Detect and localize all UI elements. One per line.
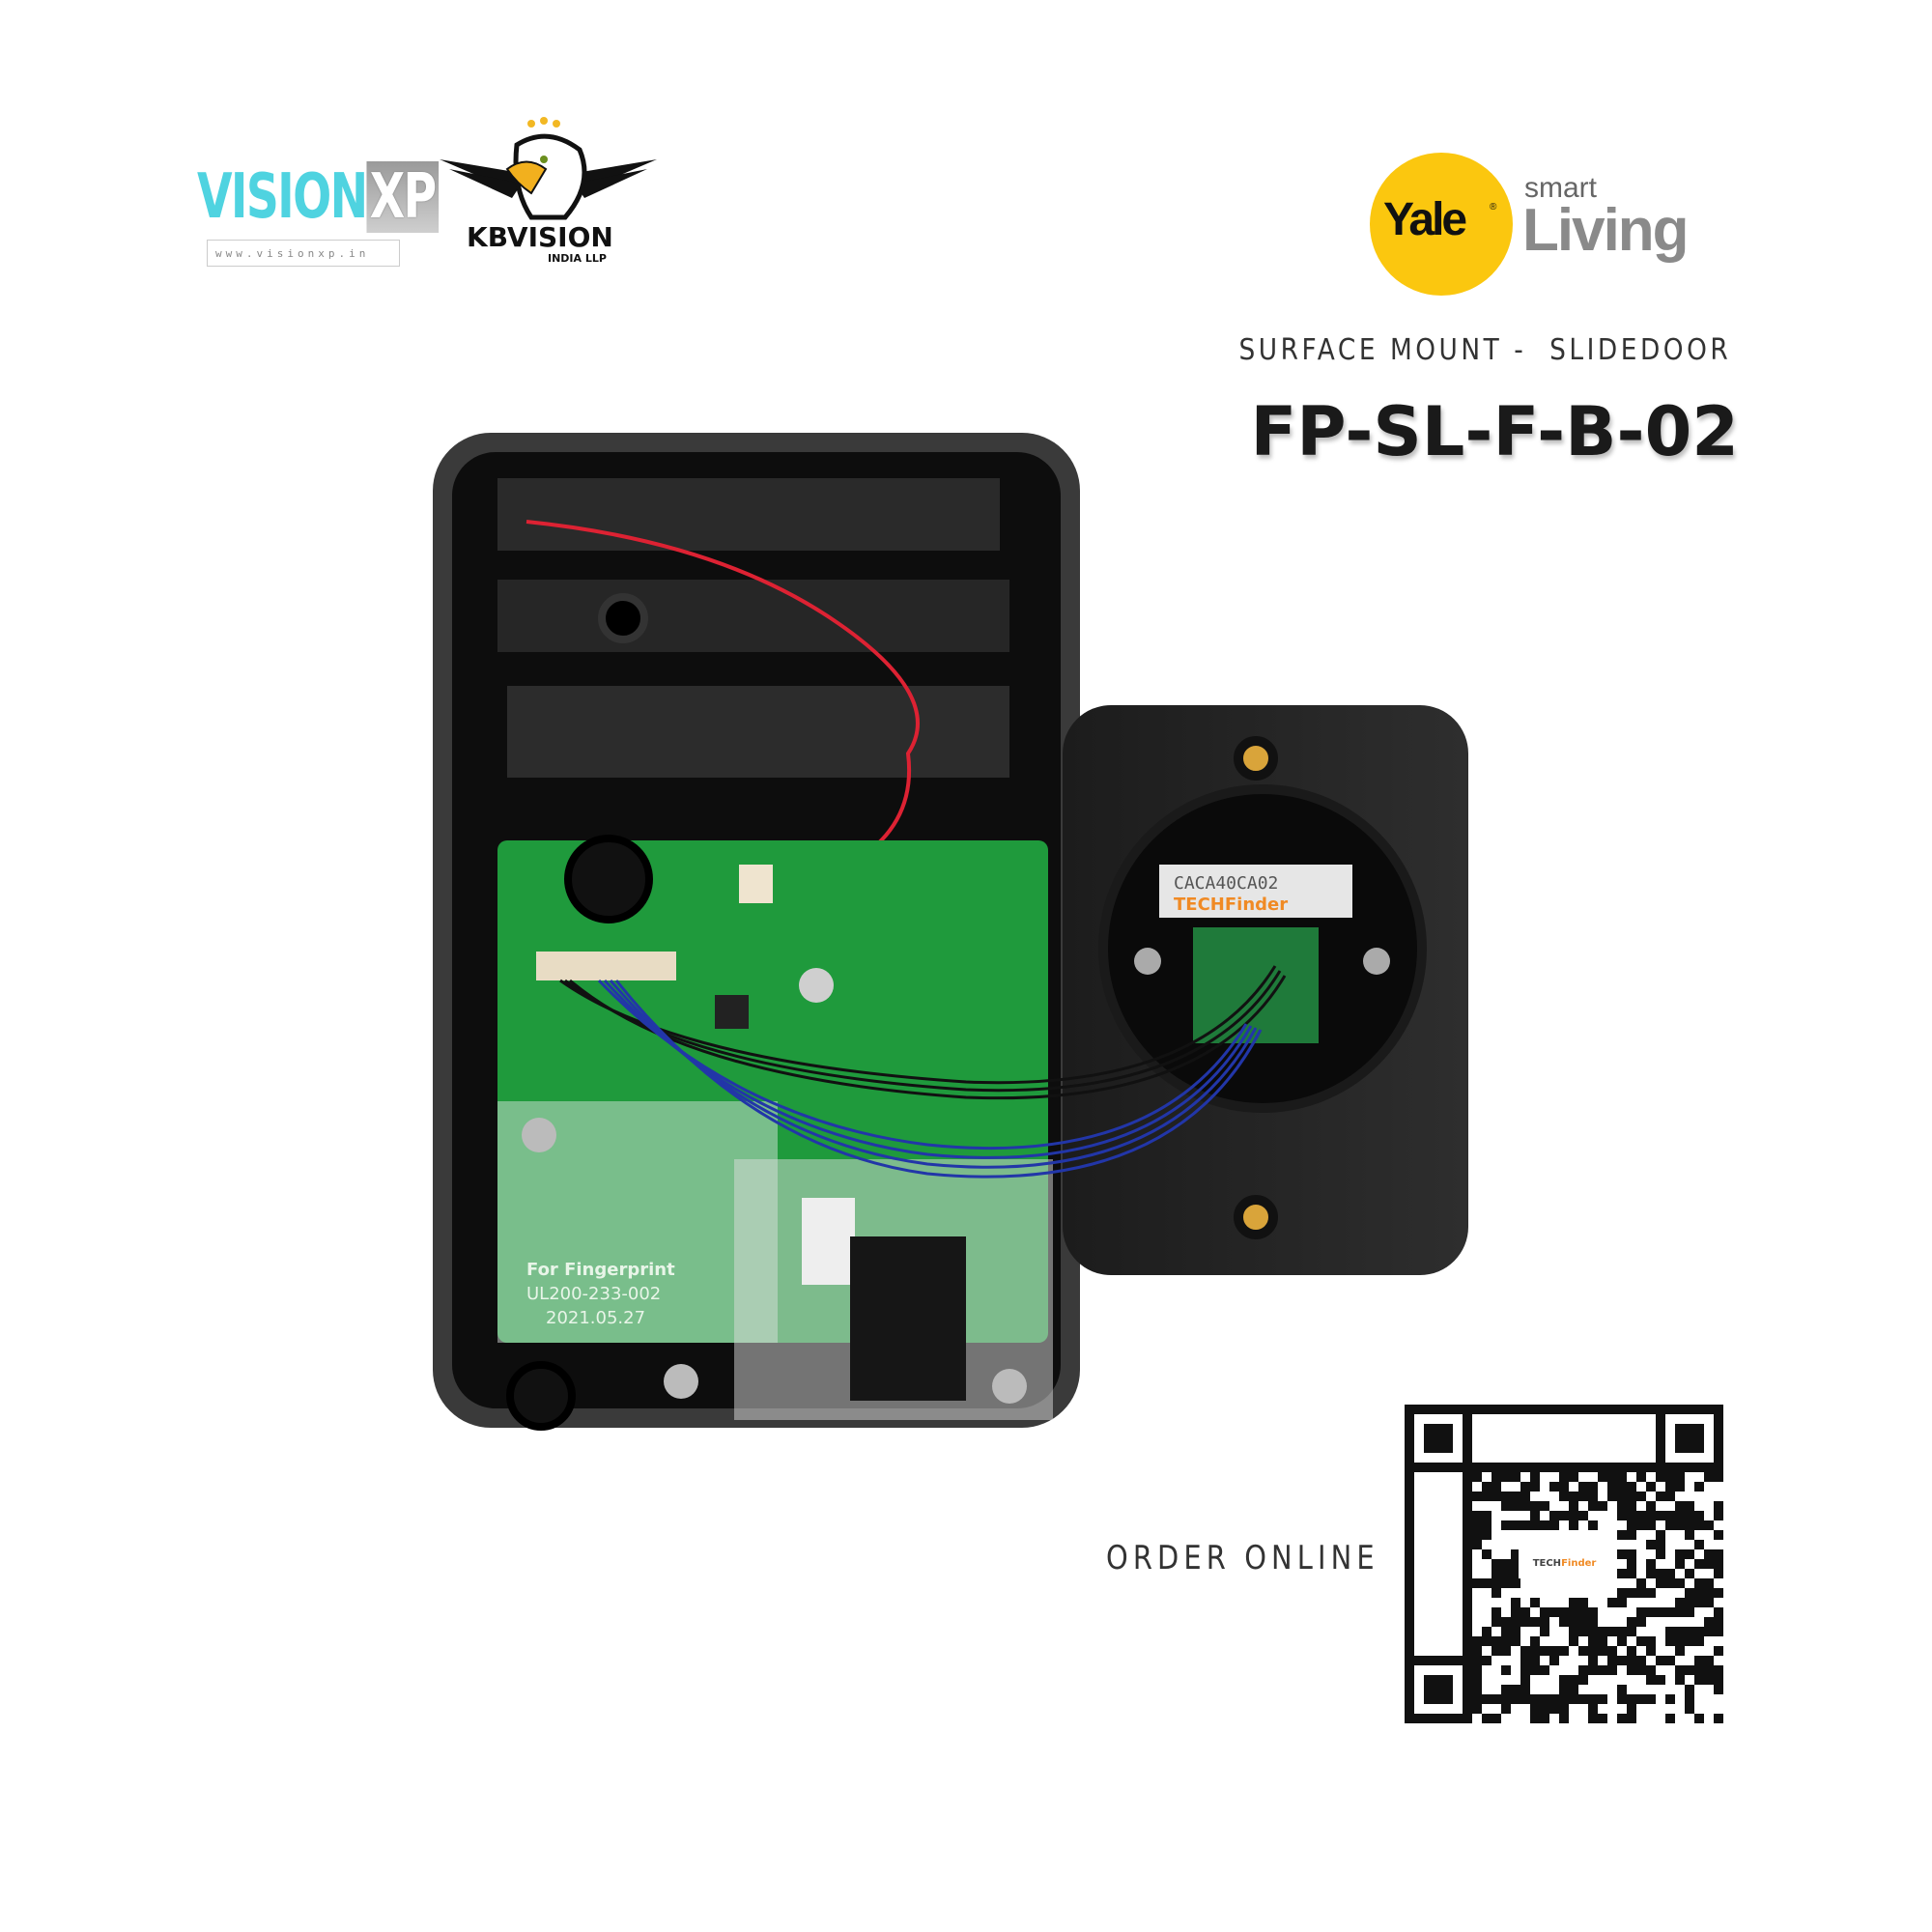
qr-code-icon bbox=[1405, 1405, 1723, 1723]
pcb-label-2: UL200-233-002 bbox=[526, 1284, 661, 1304]
visionxp-url: www.visionxp.in bbox=[207, 240, 400, 267]
sticker-watermark: TECHFinder bbox=[1174, 895, 1288, 915]
visionxp-logo-xp: XP bbox=[366, 161, 439, 233]
yale-living: Living bbox=[1522, 197, 1690, 264]
yale-registered: ® bbox=[1490, 202, 1497, 213]
order-online-label: ORDER ONLINE bbox=[1106, 1539, 1379, 1577]
pcb-label-1: For Fingerprint bbox=[526, 1260, 675, 1280]
visionxp-logo: VISIONXP www.visionxp.in bbox=[197, 161, 439, 272]
order-qr-code[interactable]: TECHFinder bbox=[1405, 1405, 1723, 1723]
techfinder-logo: TECHFinder bbox=[1519, 1549, 1610, 1578]
kbvision-sub: INDIA LLP bbox=[548, 252, 607, 265]
yale-smart-living-logo: Yale ® smart Living bbox=[1370, 153, 1718, 298]
product-subtitle: SURFACE MOUNT - SLIDEDOOR bbox=[1238, 333, 1731, 367]
product-photo: For Fingerprint UL200-233-002 2021.05.27… bbox=[425, 425, 1488, 1449]
kbvision-logo: KBVISION INDIA LLP bbox=[440, 116, 657, 270]
yale-circle bbox=[1370, 153, 1513, 296]
qr-logo-tech: TECH bbox=[1532, 1558, 1562, 1569]
product-model: FP-SL-F-B-02 bbox=[1250, 392, 1739, 471]
yale-smart: smart bbox=[1524, 172, 1597, 204]
qr-logo-finder: Finder bbox=[1561, 1558, 1597, 1569]
sticker bbox=[1159, 865, 1352, 918]
sticker-code: CACA40CA02 bbox=[1174, 873, 1278, 894]
eagle-icon bbox=[440, 117, 657, 220]
visionxp-logo-text: VISION bbox=[197, 161, 368, 233]
yale-wordmark: Yale bbox=[1383, 194, 1467, 245]
pcb-label-3: 2021.05.27 bbox=[546, 1308, 645, 1328]
kbvision-name: KBVISION bbox=[467, 221, 613, 253]
